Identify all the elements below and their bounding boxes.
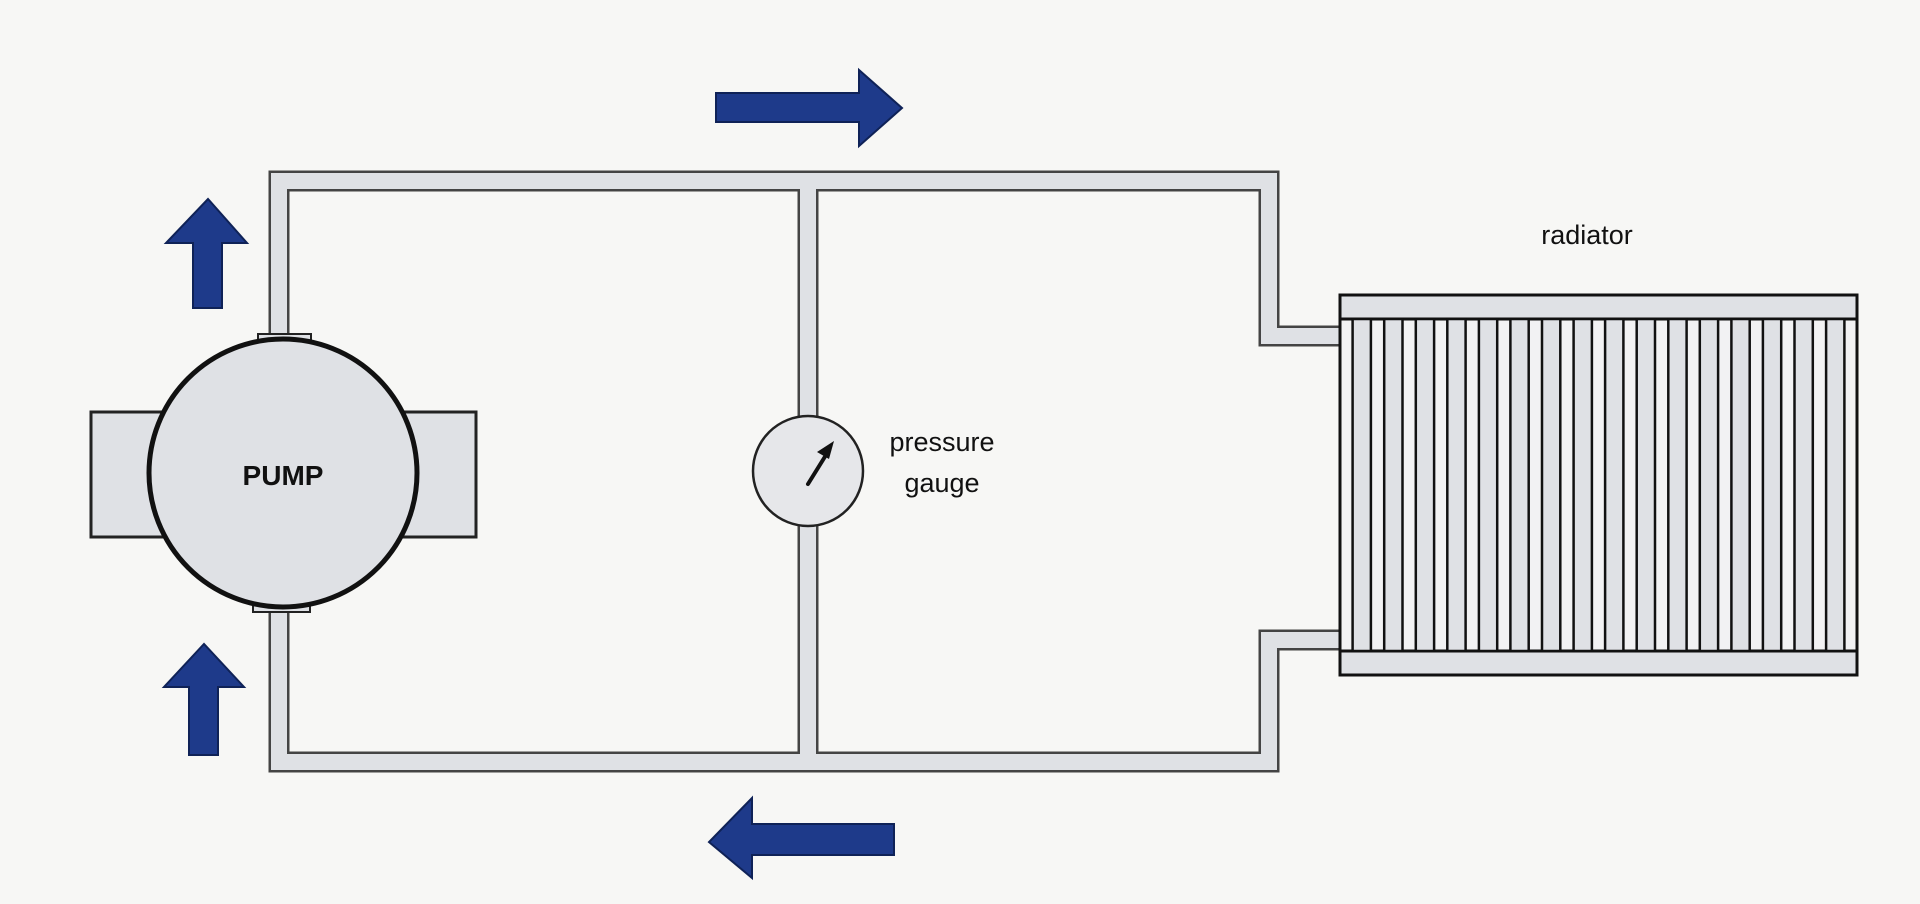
radiator-fin	[1414, 317, 1436, 653]
arrow-icon-up-top	[163, 197, 250, 309]
arrow-icon-up-bottom	[161, 642, 247, 756]
radiator-fin	[1698, 317, 1720, 653]
pump-label: PUMP	[243, 460, 324, 491]
radiator-fin	[1667, 317, 1688, 653]
radiator-fin	[1761, 317, 1783, 653]
radiator-fin	[1730, 317, 1751, 653]
radiator-fin	[1793, 317, 1815, 653]
pump-body	[146, 336, 420, 610]
radiator-fin	[1824, 317, 1846, 653]
radiator-fin	[1382, 317, 1404, 653]
radiator-bottom-header	[1338, 649, 1859, 677]
gauge-label-line2: gauge	[904, 468, 979, 498]
radiator-fin	[1540, 317, 1562, 653]
pump: PUMP	[89, 333, 478, 613]
radiator: radiator	[1338, 220, 1859, 677]
radiator-fin	[1446, 317, 1467, 653]
radiator-fin	[1351, 317, 1373, 653]
gauge-label-line1: pressure	[889, 427, 994, 457]
arrow-icon-bottom-left	[707, 795, 895, 881]
radiator-fin	[1603, 317, 1625, 653]
radiator-fin	[1509, 317, 1530, 653]
radiator-fins	[1351, 317, 1846, 653]
pipes	[268, 170, 1356, 773]
radiator-top-header	[1338, 293, 1859, 321]
radiator-label: radiator	[1541, 220, 1633, 250]
radiator-fin	[1635, 317, 1657, 653]
needle-icon	[806, 441, 834, 486]
pressure-gauge: pressure gauge	[751, 414, 995, 528]
radiator-fin	[1477, 317, 1499, 653]
radiator-fin	[1572, 317, 1594, 653]
gauge-dial	[751, 414, 865, 528]
arrow-icon-top-right	[715, 67, 904, 149]
flow-arrows	[161, 67, 904, 881]
